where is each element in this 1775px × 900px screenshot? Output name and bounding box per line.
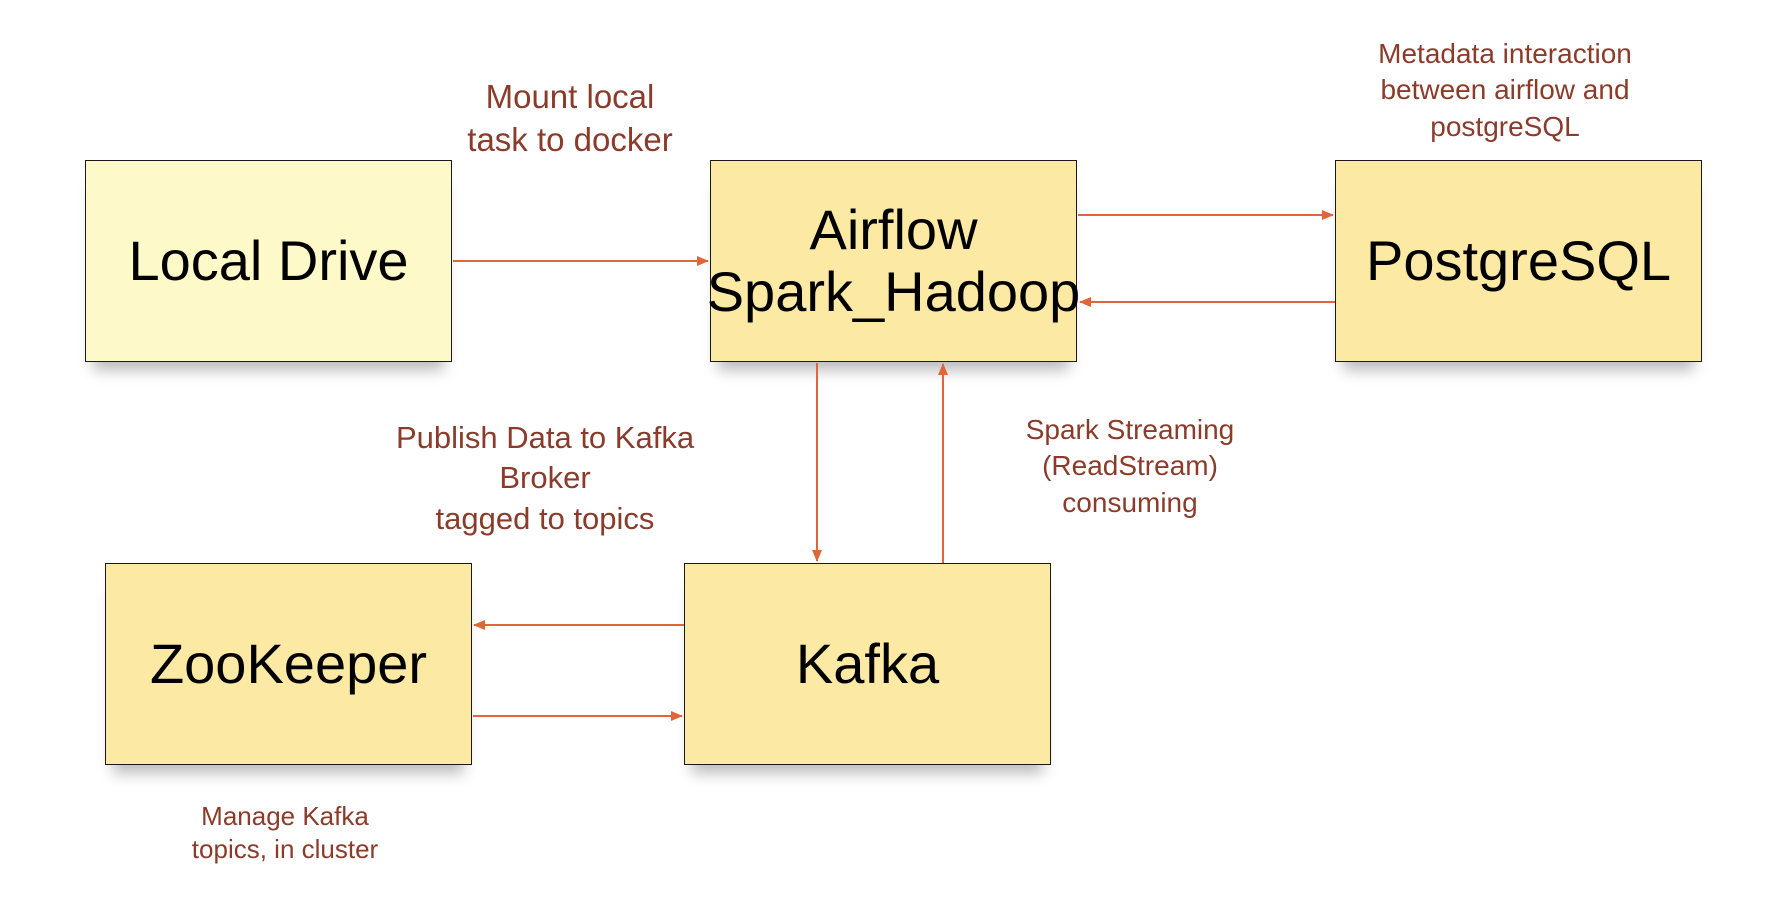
node-zookeeper-label: ZooKeeper [149,632,428,696]
node-kafka: Kafka [684,563,1051,765]
node-local-drive: Local Drive [85,160,452,362]
node-airflow-label: Airflow Spark_Hadoop [706,198,1081,323]
node-postgresql: PostgreSQL [1335,160,1702,362]
edge-label-publish: Publish Data to Kafka Broker tagged to t… [395,420,695,536]
node-zookeeper: ZooKeeper [105,563,472,765]
node-airflow-spark-hadoop: Airflow Spark_Hadoop [707,160,1080,362]
node-postgresql-label: PostgreSQL [1365,229,1672,293]
node-local-drive-label: Local Drive [128,229,409,293]
edge-label-metadata: Metadata interaction between airflow and… [1378,38,1632,142]
node-kafka-label: Kafka [795,632,940,696]
edge-label-mount: Mount local task to docker [467,78,673,158]
edge-label-zookeeper: Manage Kafka topics, in cluster [191,801,379,864]
edge-label-spark-streaming: Spark Streaming (ReadStream) consuming [1025,414,1235,518]
